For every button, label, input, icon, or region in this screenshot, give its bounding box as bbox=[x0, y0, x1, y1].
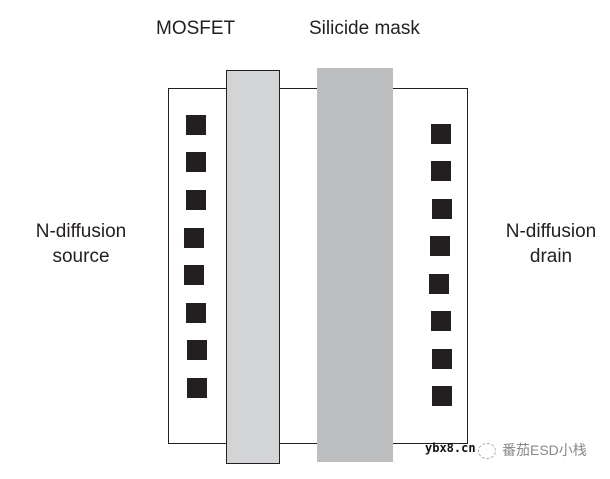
drain-contact bbox=[431, 311, 451, 331]
source-contact bbox=[187, 378, 207, 398]
silicide-mask-bar bbox=[317, 68, 393, 462]
source-contact bbox=[184, 228, 204, 248]
drain-contact bbox=[430, 236, 450, 256]
drain-label: N-diffusion drain bbox=[492, 219, 610, 269]
drain-contact bbox=[432, 199, 452, 219]
drain-contact bbox=[432, 386, 452, 406]
watermark-name: 番茄ESD小栈 bbox=[502, 442, 587, 458]
drain-contact bbox=[431, 161, 451, 181]
source-label-line1: N-diffusion bbox=[35, 221, 127, 242]
source-contact bbox=[186, 303, 206, 323]
drain-contact bbox=[432, 349, 452, 369]
source-label-line2: source bbox=[52, 246, 110, 267]
drain-label-line2: drain bbox=[529, 246, 573, 267]
drain-label-line1: N-diffusion bbox=[505, 221, 597, 242]
source-label: N-diffusion source bbox=[22, 219, 140, 269]
silicide-mask-label: Silicide mask bbox=[309, 18, 420, 39]
source-contact bbox=[187, 340, 207, 360]
source-contact bbox=[184, 265, 204, 285]
source-contact bbox=[186, 115, 206, 135]
source-contact bbox=[186, 190, 206, 210]
drain-contact bbox=[429, 274, 449, 294]
source-contact bbox=[186, 152, 206, 172]
mosfet-gate-bar bbox=[226, 70, 280, 464]
mosfet-label: MOSFET bbox=[156, 18, 236, 39]
watermark-site: ybx8.cn bbox=[425, 441, 476, 455]
watermark-logo-icon bbox=[478, 443, 496, 459]
drain-contact bbox=[431, 124, 451, 144]
